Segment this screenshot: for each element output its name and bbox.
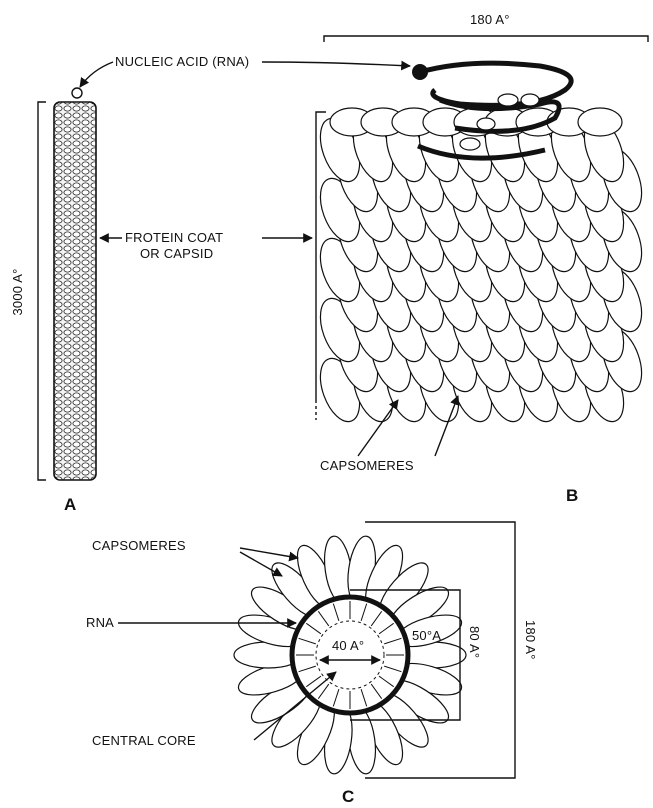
panel-b: 180 A° CAPSOMERES B xyxy=(313,12,650,505)
core-diameter-label: 40 A° xyxy=(332,638,364,653)
nucleic-acid-arrow-a xyxy=(80,62,113,87)
panel-a-label: A xyxy=(64,495,76,514)
capsomeres-label-b: CAPSOMERES xyxy=(320,458,414,473)
width-bracket xyxy=(324,36,648,42)
rna-tip xyxy=(72,88,82,98)
central-core-label: CENTRAL CORE xyxy=(92,733,196,748)
protein-coat-label-2: OR CAPSID xyxy=(140,246,213,261)
inner-diameter-label: 80 A° xyxy=(467,626,482,658)
width-label: 180 A° xyxy=(470,12,510,27)
central-core xyxy=(316,621,384,689)
nucleic-acid-arrow-b xyxy=(262,62,410,66)
panel-a: 3000 A° A xyxy=(10,88,96,514)
panel-c: 40 A° 50°A 80 A° 180 A° CAPSOMERES RNA C… xyxy=(86,522,538,806)
length-bracket xyxy=(38,102,46,480)
protein-coat-label-1: FROTEIN COAT xyxy=(125,230,223,245)
rna-label: RNA xyxy=(86,615,114,630)
capsomere xyxy=(578,108,622,136)
protein-coat-callout: FROTEIN COAT OR CAPSID xyxy=(100,230,312,261)
panel-b-label: B xyxy=(566,486,578,505)
panel-c-label: C xyxy=(342,787,354,806)
length-label: 3000 A° xyxy=(10,268,25,315)
nucleic-acid-callout: NUCLEIC ACID (RNA) xyxy=(80,54,410,87)
rna-radius-label: 50°A xyxy=(412,628,441,643)
outer-diameter-label: 180 A° xyxy=(523,620,538,660)
rod-capsid xyxy=(54,102,96,480)
capsomeres-label-c: CAPSOMERES xyxy=(92,538,186,553)
nucleic-acid-label: NUCLEIC ACID (RNA) xyxy=(115,54,249,69)
